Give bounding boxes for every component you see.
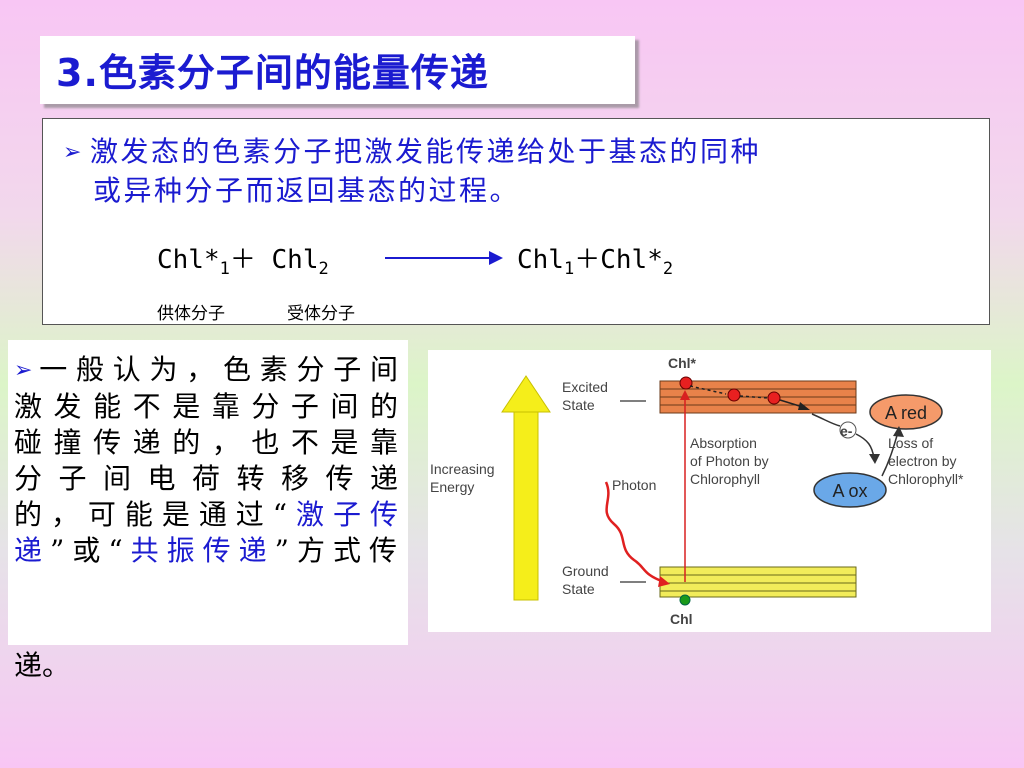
eq-donor-sub: 1 [219, 259, 230, 279]
ground-state-band [659, 566, 857, 598]
eq-product-1: Chl [517, 245, 564, 275]
eq-plus-2: ＋ [574, 245, 601, 275]
title-box: 3.色素分子间的能量传递 [40, 36, 635, 104]
a-red-ellipse: A red [869, 394, 943, 430]
a-ox-label: A ox [832, 481, 867, 501]
equation-left: Chl*1＋ Chl2 [157, 239, 329, 279]
a-ox-ellipse: A ox [813, 472, 887, 508]
increasing-label-1: Increasing [430, 461, 495, 477]
definition-text: ➢激发态的色素分子把激发能传递给处于基态的同种 或异种分子而返回基态的过程。 [63, 133, 975, 210]
photon-wave [604, 481, 665, 584]
equation-right: Chl1＋Chl*2 [517, 239, 673, 279]
excited-label-2: State [562, 397, 595, 413]
definition-line-1: 激发态的色素分子把激发能传递给处于基态的同种 [89, 135, 761, 168]
paragraph-last-line: 递。 [14, 649, 71, 682]
eq-product-2: Chl* [600, 245, 663, 275]
definition-box: ➢激发态的色素分子把激发能传递给处于基态的同种 或异种分子而返回基态的过程。 C… [42, 118, 990, 325]
reaction-arrow [385, 257, 493, 259]
photon-label: Photon [612, 477, 656, 493]
energy-diagram-svg: Increasing Energy Excited State Ground S… [430, 355, 964, 627]
loss-label-2: electron by [888, 453, 956, 469]
bullet-arrow-icon: ➢ [14, 358, 33, 383]
eq-acceptor-sub: 2 [318, 259, 329, 279]
increasing-energy-arrow [501, 375, 551, 601]
electron-circle [839, 421, 857, 439]
eq-acceptor: Chl [271, 245, 319, 275]
absorption-label-1: Absorption [690, 435, 757, 451]
eq-plus-1: ＋ [229, 245, 272, 275]
term-resonance-transfer: 共振传递 [130, 534, 275, 567]
ground-label-2: State [562, 581, 595, 597]
title-number: 3. [56, 51, 99, 95]
acceptor-label: 受体分子 [287, 304, 355, 324]
energy-diagram: Increasing Energy Excited State Ground S… [428, 350, 991, 632]
eq-product-2-sub: 2 [662, 259, 674, 279]
slide-title: 3.色素分子间的能量传递 [56, 51, 489, 95]
paragraph-part-3: ”方式传 [274, 534, 405, 567]
paragraph-part-1: 一般认为，色素分子间激发能不是靠分子间的碰撞传递的，也不是靠分子间电荷转移传递的… [14, 353, 406, 531]
reaction-arrowhead-icon [489, 251, 503, 265]
title-text: 色素分子间的能量传递 [98, 51, 489, 95]
paragraph-box: ➢一般认为，色素分子间激发能不是靠分子间的碰撞传递的，也不是靠分子间电荷转移传递… [8, 340, 408, 645]
eq-donor: Chl* [157, 245, 220, 275]
electron-label: e- [840, 423, 853, 439]
excited-electrons [679, 376, 810, 410]
paragraph-part-2: ”或“ [50, 534, 131, 567]
eq-product-1-sub: 1 [563, 259, 575, 279]
increasing-label-2: Energy [430, 479, 474, 495]
ground-label-1: Ground [562, 563, 609, 579]
bullet-arrow-icon: ➢ [63, 140, 84, 165]
chl-label: Chl [670, 611, 693, 627]
definition-line-2: 或异种分子而返回基态的过程。 [93, 174, 521, 207]
paragraph-text: ➢一般认为，色素分子间激发能不是靠分子间的碰撞传递的，也不是靠分子间电荷转移传递… [14, 352, 406, 569]
excited-label-1: Excited [562, 379, 608, 395]
absorption-arrow [680, 390, 690, 582]
a-red-label: A red [885, 403, 927, 423]
absorption-label-2: of Photon by [690, 453, 769, 469]
term-exciton-transfer: 激子传递 [14, 498, 406, 567]
ground-electron [679, 594, 691, 606]
absorption-label-3: Chlorophyll [690, 471, 760, 487]
loss-label-1: Loss of [888, 435, 933, 451]
chl-star-label: Chl* [668, 355, 697, 371]
loss-label-3: Chlorophyll* [888, 471, 964, 487]
donor-label: 供体分子 [157, 304, 225, 324]
